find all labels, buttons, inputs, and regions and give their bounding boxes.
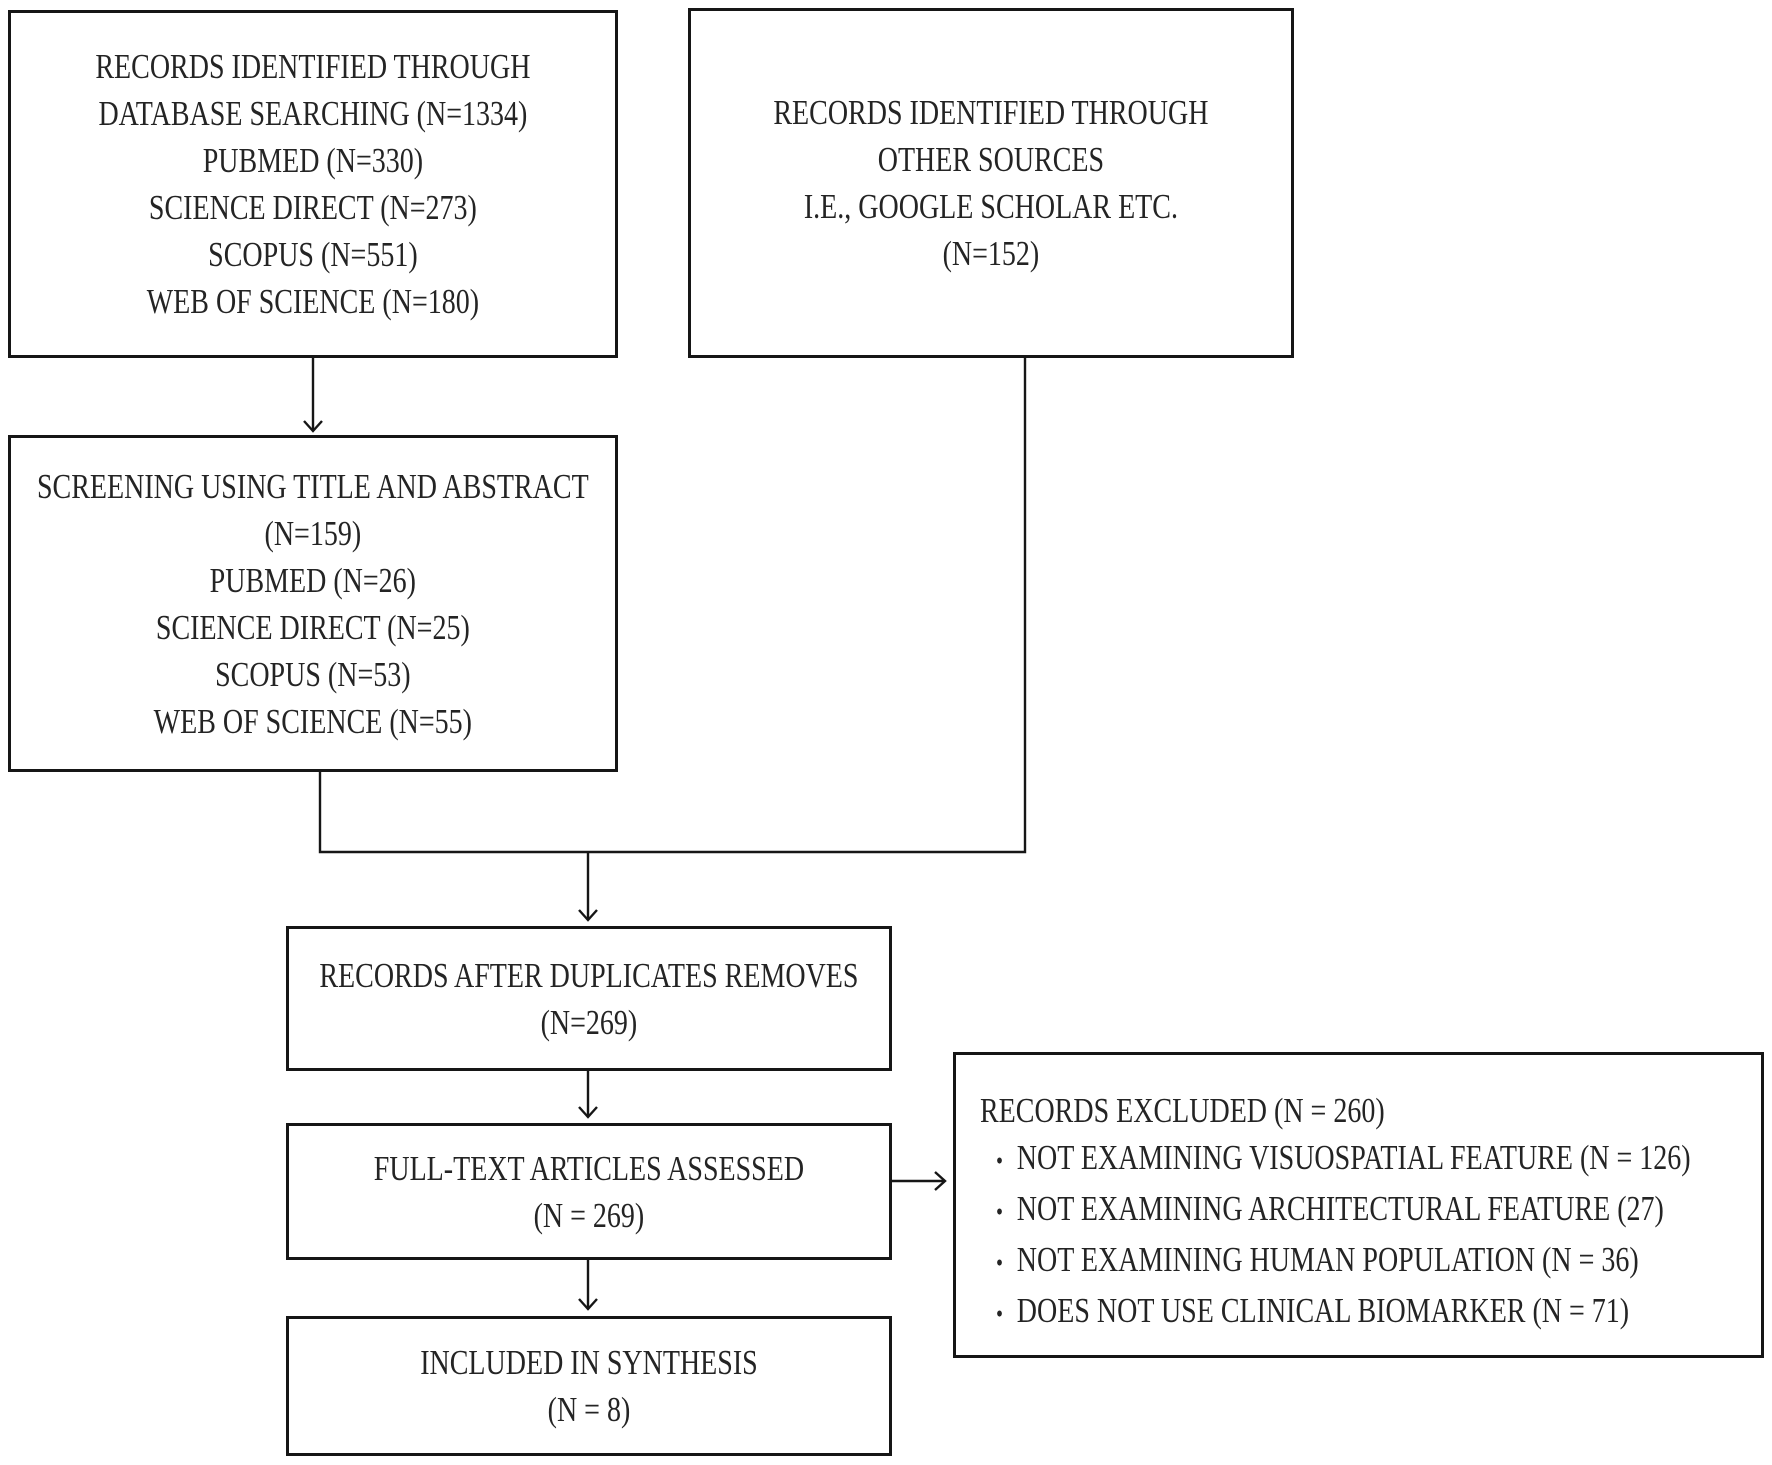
box-text: RECORDS AFTER DUPLICATES REMOVES (N=269) — [319, 952, 858, 1046]
box-line: OTHER SOURCES — [877, 140, 1105, 179]
box-line: PUBMED (N=26) — [209, 560, 417, 600]
box-text: RECORDS IDENTIFIED THROUGH OTHER SOURCES… — [773, 89, 1208, 277]
excluded-bullet-item: • NOT EXAMINING ARCHITECTURAL FEATURE (2… — [980, 1185, 1691, 1236]
box-text: SCREENING USING TITLE AND ABSTRACT (N=15… — [37, 463, 589, 745]
box-line: SCOPUS (N=551) — [208, 235, 418, 274]
box-line: (N = 8) — [547, 1390, 631, 1429]
box-text: FULL-TEXT ARTICLES ASSESSED (N = 269) — [374, 1145, 804, 1239]
arrowhead-right-icon — [934, 1171, 947, 1191]
arrowhead-down-icon — [578, 909, 598, 922]
box-line: SCOPUS (N=53) — [215, 654, 411, 694]
box-screening-title-abstract: SCREENING USING TITLE AND ABSTRACT (N=15… — [8, 435, 618, 772]
excluded-bullet-text: NOT EXAMINING VISUOSPATIAL FEATURE (N = … — [1016, 1137, 1691, 1177]
excluded-title: RECORDS EXCLUDED (N = 260) — [980, 1090, 1385, 1130]
excluded-bullet-item: • NOT EXAMINING VISUOSPATIAL FEATURE (N … — [980, 1134, 1691, 1185]
excluded-bullet-item: • NOT EXAMINING HUMAN POPULATION (N = 36… — [980, 1236, 1691, 1287]
excluded-bullet-text: NOT EXAMINING HUMAN POPULATION (N = 36) — [1016, 1239, 1639, 1279]
bullet-icon: • — [996, 1300, 1004, 1328]
box-line: I.E., GOOGLE SCHOLAR ETC. — [803, 187, 1179, 226]
box-line: PUBMED (N=330) — [202, 141, 424, 180]
box-line: RECORDS AFTER DUPLICATES REMOVES — [319, 955, 859, 995]
box-line: (N=159) — [264, 513, 362, 553]
box-line: (N = 269) — [533, 1195, 645, 1235]
box-line: SCIENCE DIRECT (N=25) — [156, 607, 470, 647]
box-line: FULL-TEXT ARTICLES ASSESSED — [373, 1148, 805, 1188]
bullet-icon: • — [996, 1147, 1004, 1175]
box-line: DATABASE SEARCHING (N=1334) — [98, 94, 528, 133]
bullet-icon: • — [996, 1198, 1004, 1226]
excluded-bullet-text: NOT EXAMINING ARCHITECTURAL FEATURE (27) — [1016, 1188, 1664, 1228]
box-records-excluded: RECORDS EXCLUDED (N = 260) • NOT EXAMINI… — [953, 1052, 1764, 1358]
box-line: INCLUDED IN SYNTHESIS — [420, 1343, 758, 1382]
box-text: RECORDS IDENTIFIED THROUGH DATABASE SEAR… — [95, 43, 530, 325]
box-line: (N=269) — [540, 1002, 638, 1042]
bullet-icon: • — [996, 1249, 1004, 1277]
excluded-bullet-item: • DOES NOT USE CLINICAL BIOMARKER (N = 7… — [980, 1287, 1691, 1338]
box-line: (N=152) — [942, 234, 1040, 273]
box-line: RECORDS IDENTIFIED THROUGH — [773, 93, 1209, 132]
excluded-bullet-text: DOES NOT USE CLINICAL BIOMARKER (N = 71) — [1016, 1290, 1630, 1330]
box-line: WEB OF SCIENCE (N=180) — [146, 282, 480, 321]
box-included-in-synthesis: INCLUDED IN SYNTHESIS (N = 8) — [286, 1316, 892, 1456]
box-line: SCIENCE DIRECT (N=273) — [149, 188, 477, 227]
arrowhead-down-icon — [578, 1106, 598, 1119]
box-line: RECORDS IDENTIFIED THROUGH — [95, 47, 531, 86]
box-line: SCREENING USING TITLE AND ABSTRACT — [37, 466, 589, 506]
box-text: INCLUDED IN SYNTHESIS (N = 8) — [420, 1339, 758, 1433]
box-records-identified-database: RECORDS IDENTIFIED THROUGH DATABASE SEAR… — [8, 10, 618, 358]
box-line: WEB OF SCIENCE (N=55) — [153, 701, 473, 741]
arrowhead-down-icon — [303, 420, 323, 433]
box-records-after-duplicates: RECORDS AFTER DUPLICATES REMOVES (N=269) — [286, 926, 892, 1071]
box-text: RECORDS EXCLUDED (N = 260) • NOT EXAMINI… — [980, 1087, 1691, 1338]
box-fulltext-articles-assessed: FULL-TEXT ARTICLES ASSESSED (N = 269) — [286, 1123, 892, 1260]
connector-merge-elbow — [318, 357, 1027, 854]
box-records-identified-other-sources: RECORDS IDENTIFIED THROUGH OTHER SOURCES… — [688, 8, 1294, 358]
arrowhead-down-icon — [578, 1298, 598, 1311]
